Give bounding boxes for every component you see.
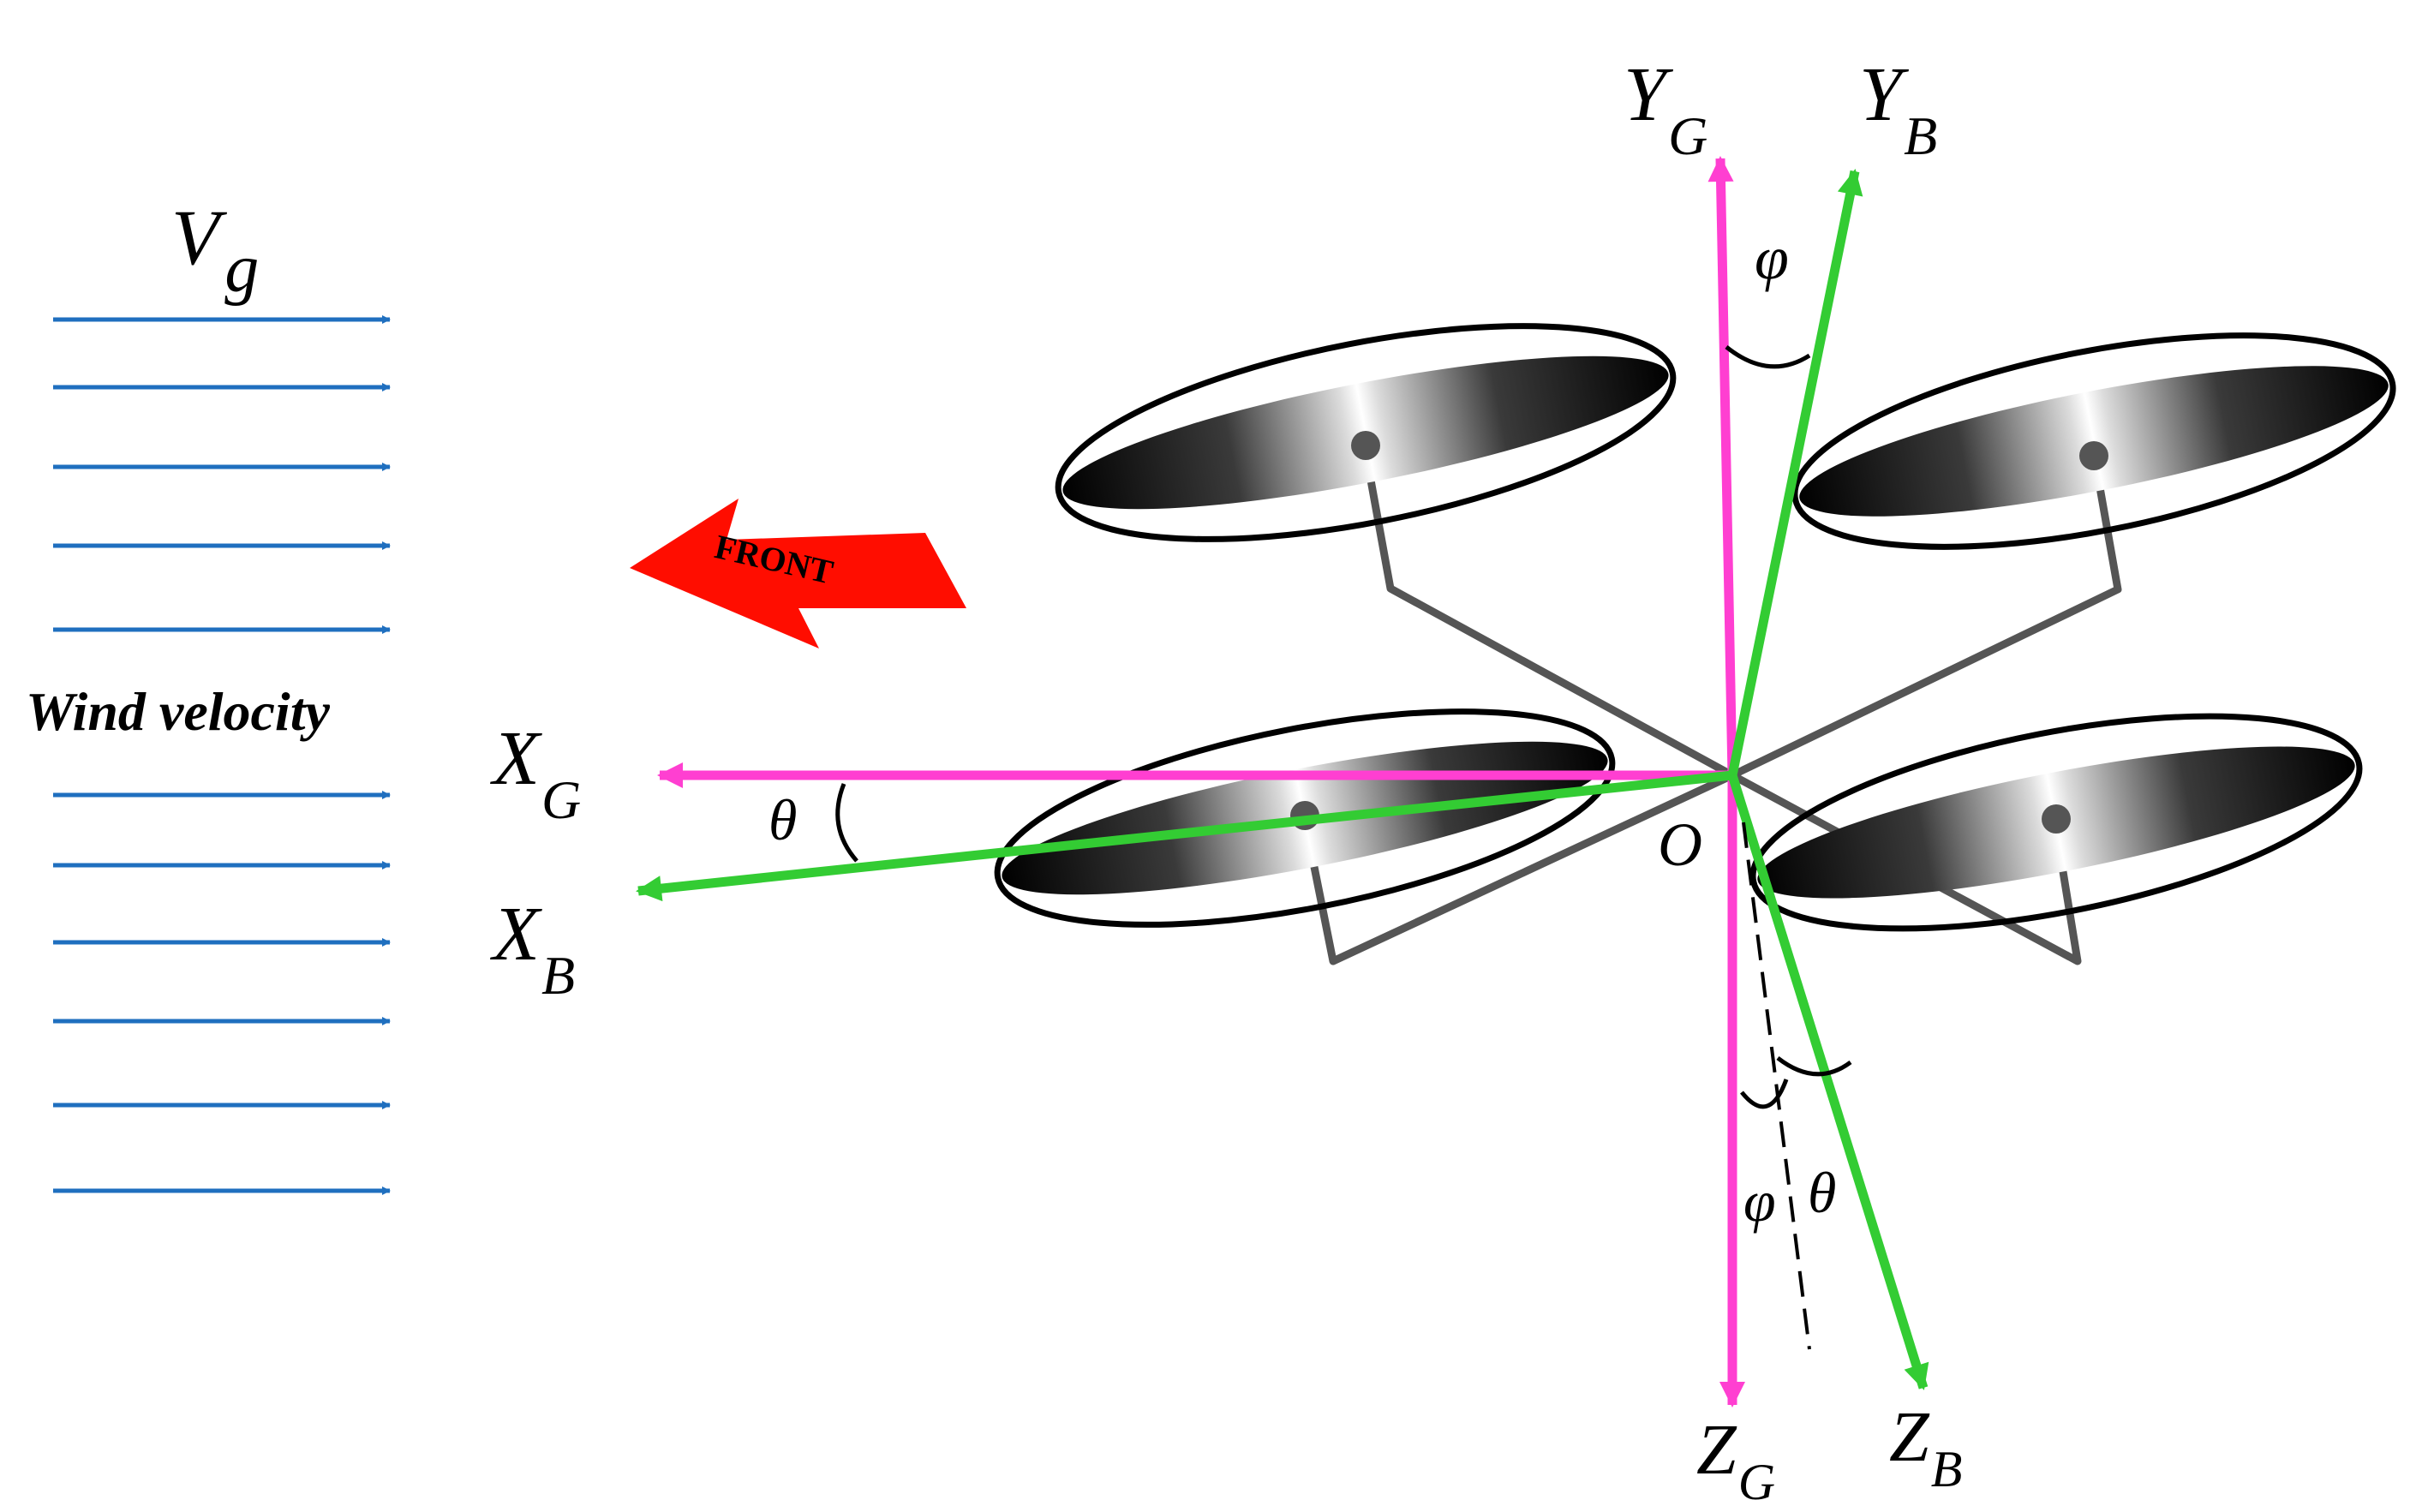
xb-label: XB: [490, 892, 575, 1006]
wind-field: Vg Wind velocity: [26, 194, 391, 1195]
pitch-angle-label-left: θ: [768, 787, 797, 852]
rotor-back-right: [1791, 332, 2396, 550]
wind-velocity-caption: Wind velocity: [26, 681, 330, 742]
rotor-hub: [1351, 431, 1380, 460]
wind-arrows: [53, 315, 391, 1195]
axis-labels: XG XB YG YB ZG ZB O: [490, 52, 1962, 1510]
pitch-angle-arc-bottom: [1776, 1056, 1852, 1077]
wind-velocity-symbol: Vg: [171, 194, 259, 307]
zb-axis: [1727, 774, 1929, 1390]
zg-label: ZG: [1696, 1410, 1775, 1510]
rotor-back-left: [1055, 323, 1677, 542]
arm-back-right: [1728, 454, 2122, 780]
yg-axis: [1707, 156, 1737, 776]
quadrotor-frame: [1300, 443, 2122, 965]
projection-dashed-line: [1742, 822, 1811, 1350]
pitch-angle-arc-left: [835, 783, 858, 863]
roll-angle-label-bottom: φ: [1743, 1168, 1776, 1234]
body-axes: [636, 169, 1929, 1390]
roll-angle-arc-top: [1725, 345, 1811, 369]
angle-arcs: [835, 345, 1852, 1109]
rotor-front-right: [1749, 713, 2363, 932]
pitch-angle-label-bottom: θ: [1808, 1160, 1836, 1225]
origin-label: O: [1658, 810, 1702, 879]
angle-labels: φ θ φ θ: [768, 224, 1836, 1234]
roll-angle-arc-bottom: [1740, 1079, 1789, 1109]
yb-axis: [1727, 169, 1863, 777]
roll-angle-label-top: φ: [1755, 224, 1789, 292]
rotor-hub: [2079, 441, 2108, 470]
rotor-hub: [2042, 804, 2071, 834]
front-direction-arrow: FRONT: [630, 499, 966, 648]
front-arrow-shape: [630, 499, 966, 648]
xb-axis: [636, 770, 1733, 902]
ground-axes: [657, 156, 1745, 1407]
yg-label: YG: [1624, 52, 1707, 166]
arm-back-left: [1361, 443, 1737, 780]
yb-label: YB: [1859, 52, 1937, 166]
xg-label: XG: [490, 716, 581, 830]
zb-label: ZB: [1889, 1397, 1962, 1497]
